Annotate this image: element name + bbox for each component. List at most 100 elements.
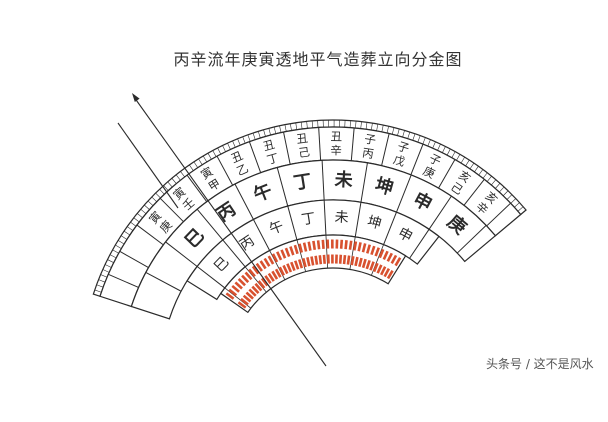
pointer-line-arrow <box>133 96 327 367</box>
tick-mark <box>133 217 140 223</box>
tick-mark <box>300 121 303 129</box>
fenjin-cell-divider <box>486 202 511 227</box>
tick-mark <box>371 123 373 131</box>
tick-mark <box>232 140 236 148</box>
tick-mark <box>100 274 108 278</box>
tick-mark <box>446 148 451 156</box>
red-fenjin-glyph <box>245 291 254 300</box>
red-fenjin-glyph <box>237 278 246 287</box>
red-fenjin-glyph <box>267 272 275 282</box>
tick-mark <box>123 230 131 236</box>
fenjin-cell-divider <box>438 159 456 189</box>
tick-mark <box>202 155 208 163</box>
fenjin-cell-divider <box>186 174 208 202</box>
red-fenjin-glyph <box>225 292 235 300</box>
fenjin-label-char: 丑 <box>330 129 342 143</box>
red-fenjin-glyph <box>379 266 387 276</box>
red-fenjin-glyph <box>331 254 334 264</box>
mountain-cell-divider <box>276 167 289 207</box>
fenjin-label-char: 乙 <box>234 161 250 178</box>
red-fenjin-glyph <box>260 277 269 287</box>
tick-mark <box>465 159 470 167</box>
inner-mountain-cell-divider <box>253 219 271 251</box>
tick-mark <box>189 164 194 171</box>
tick-mark <box>491 179 497 186</box>
outer-mountain-char: 丁 <box>292 171 313 195</box>
red-fenjin-glyph <box>231 284 240 293</box>
inner-mountain-char: 未 <box>334 209 349 226</box>
tick-mark <box>311 120 314 128</box>
tick-mark <box>237 138 241 146</box>
red-fenjin-glyph <box>331 239 334 249</box>
tick-mark <box>268 128 271 136</box>
tick-mark <box>193 161 199 168</box>
fenjin-cell-divider <box>410 143 424 176</box>
tick-mark <box>376 123 379 131</box>
tick-mark <box>502 190 509 196</box>
tick-mark <box>397 128 400 136</box>
mountain-cell-divider <box>234 183 254 220</box>
tick-mark <box>94 289 102 293</box>
inner-mountain-char: 丁 <box>300 210 316 228</box>
red-fenjin-glyph <box>348 240 353 250</box>
red-fenjin-glyph <box>365 259 371 270</box>
red-fenjin-glyph <box>263 257 271 267</box>
mountain-cell-divider <box>165 241 198 267</box>
red-fenjin-glyph <box>234 281 243 290</box>
red-fenjin-glyph <box>321 239 325 249</box>
tick-mark <box>486 175 492 182</box>
red-fenjin-glyph <box>290 261 296 272</box>
tick-mark <box>391 127 395 135</box>
red-fenjin-glyph <box>318 255 323 265</box>
red-fenjin-glyph <box>316 240 321 250</box>
red-fenjin-glyph <box>394 257 402 267</box>
tick-mark <box>506 194 513 200</box>
red-fenjin-glyph <box>294 260 300 270</box>
tick-mark <box>386 126 389 134</box>
tick-mark <box>437 143 441 151</box>
tick-mark <box>212 150 217 157</box>
red-fenjin-glyph <box>374 247 380 257</box>
tick-mark <box>417 135 421 143</box>
red-fenjin-glyph <box>369 261 375 271</box>
mountain-cell-divider <box>360 162 368 203</box>
red-fenjin-glyph <box>289 246 295 256</box>
fenjin-label: 子戊 <box>392 139 412 169</box>
red-fenjin-glyph <box>278 266 285 276</box>
pointer-line-secondary <box>117 122 179 209</box>
tick-mark <box>180 171 185 178</box>
red-fenjin-glyph <box>335 239 339 249</box>
red-fenjin-glyph <box>361 243 367 253</box>
mountain-cell-divider <box>456 225 487 254</box>
red-fenjin-glyph <box>338 254 343 264</box>
red-fenjin-ring <box>219 234 407 314</box>
inner-mountain-char: 申 <box>395 225 415 246</box>
red-fenjin-glyph <box>257 280 266 289</box>
inner-mountain-cell-divider <box>196 266 226 289</box>
tick-mark <box>407 131 411 139</box>
tick-mark <box>381 125 384 132</box>
tick-mark <box>478 169 484 176</box>
tick-mark <box>171 178 177 184</box>
inner-mountain-cell-divider <box>409 229 430 259</box>
red-fenjin-glyph <box>307 241 312 251</box>
fenjin-label-char: 丁 <box>265 151 280 168</box>
red-fenjin-glyph <box>293 244 299 255</box>
fenjin-label-char: 己 <box>297 145 310 160</box>
fenjin-cell-divider <box>283 131 291 165</box>
red-fenjin-glyph <box>284 247 291 258</box>
red-fenjin-glyph <box>237 301 247 309</box>
red-fenjin-glyph <box>361 258 367 269</box>
tick-mark <box>460 156 465 164</box>
red-fenjin-glyph <box>259 260 267 270</box>
mountain-cell-divider <box>395 174 412 213</box>
red-fenjin-glyph <box>271 253 279 263</box>
red-fenjin-glyph <box>255 262 263 272</box>
red-fenjin-glyph <box>306 257 311 267</box>
tick-mark <box>306 121 308 129</box>
tick-mark <box>117 240 125 245</box>
tick-mark <box>442 146 446 153</box>
tick-mark <box>104 264 112 268</box>
